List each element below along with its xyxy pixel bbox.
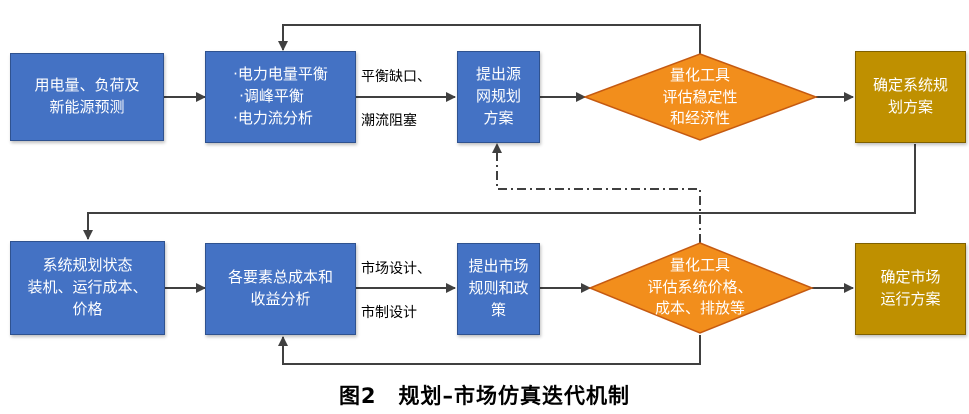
box-source-grid-plan: 提出源 网规划 方案 — [457, 51, 540, 143]
box-system-plan-line1: 确定系统规 — [872, 76, 948, 95]
label-gap-line1: 平衡缺口、 — [361, 69, 431, 85]
label-gap-congestion: 平衡缺口、 潮流阻塞 — [361, 66, 431, 130]
box-market-rules-line3: 策 — [490, 300, 506, 319]
diamond-row2-line1: 量化工具 — [669, 255, 730, 274]
box-market-operation-line2: 运行方案 — [880, 290, 941, 308]
box-cost-benefit-line1: 各要素总成本和 — [227, 268, 333, 287]
box-balance-analysis: ·电力电量平衡 ·调峰平衡 ·电力流分析 — [205, 51, 356, 143]
feedback-loop-row2 — [278, 335, 701, 365]
diamond-row2-line3: 成本、排放等 — [654, 299, 745, 318]
box-planning-state: 系统规划状态 装机、运行成本、 价格 — [10, 241, 165, 335]
box-planning-state-line3: 价格 — [72, 299, 103, 318]
box-source-grid-line1: 提出源 — [475, 65, 521, 84]
figure-caption: 图2 规划–市场仿真迭代机制 — [338, 384, 631, 408]
box-cost-benefit: 各要素总成本和 收益分析 — [205, 243, 356, 335]
diamond-row2 — [588, 242, 815, 334]
box-source-grid-line2: 网规划 — [475, 87, 521, 106]
label-market-design: 市场设计、 市制设计 — [361, 258, 431, 322]
diamond-row1-line1: 量化工具 — [669, 65, 730, 84]
box-system-plan: 确定系统规 划方案 — [855, 51, 966, 143]
box-market-operation: 确定市场 运行方案 — [855, 243, 966, 335]
box-market-rules: 提出市场 规则和政 策 — [457, 243, 540, 335]
box-forecast-line2: 新能源预测 — [49, 98, 125, 116]
feedback-loop-row1 — [278, 24, 701, 54]
box-planning-state-line2: 装机、运行成本、 — [27, 278, 148, 297]
diamond-row2-line2: 评估系统价格、 — [647, 277, 753, 296]
label-gap-line2: 潮流阻塞 — [361, 113, 417, 129]
box-market-rules-line2: 规则和政 — [468, 279, 529, 298]
diamond-row2-text: 量化工具 评估系统价格、 成本、排放等 — [605, 245, 795, 330]
box-forecast: 用电量、负荷及 新能源预测 — [10, 53, 164, 141]
diamond-row1 — [582, 53, 819, 141]
box-balance-line3: ·电力流分析 — [233, 108, 313, 127]
box-cost-benefit-line2: 收益分析 — [250, 290, 311, 308]
box-market-rules-line1: 提出市场 — [468, 257, 529, 276]
box-system-plan-line2: 划方案 — [887, 98, 933, 116]
box-forecast-line1: 用电量、负荷及 — [34, 76, 140, 95]
box-market-operation-line1: 确定市场 — [880, 268, 941, 287]
box-balance-line1: ·电力电量平衡 — [233, 65, 328, 84]
diamond-row1-line2: 评估稳定性 — [662, 87, 738, 106]
diamond-row1-line3: 和经济性 — [669, 109, 730, 128]
dashdot-feedback-to-row1 — [492, 143, 701, 243]
label-market-line1: 市场设计、 — [361, 261, 431, 277]
box-planning-state-line1: 系统规划状态 — [42, 256, 133, 275]
transition-row1-row2 — [83, 144, 916, 240]
diamond-row1-text: 量化工具 评估稳定性 和经济性 — [605, 55, 795, 140]
box-source-grid-line3: 方案 — [483, 108, 514, 127]
label-market-line2: 市制设计 — [361, 305, 417, 321]
box-balance-line2: ·调峰平衡 — [239, 87, 304, 106]
